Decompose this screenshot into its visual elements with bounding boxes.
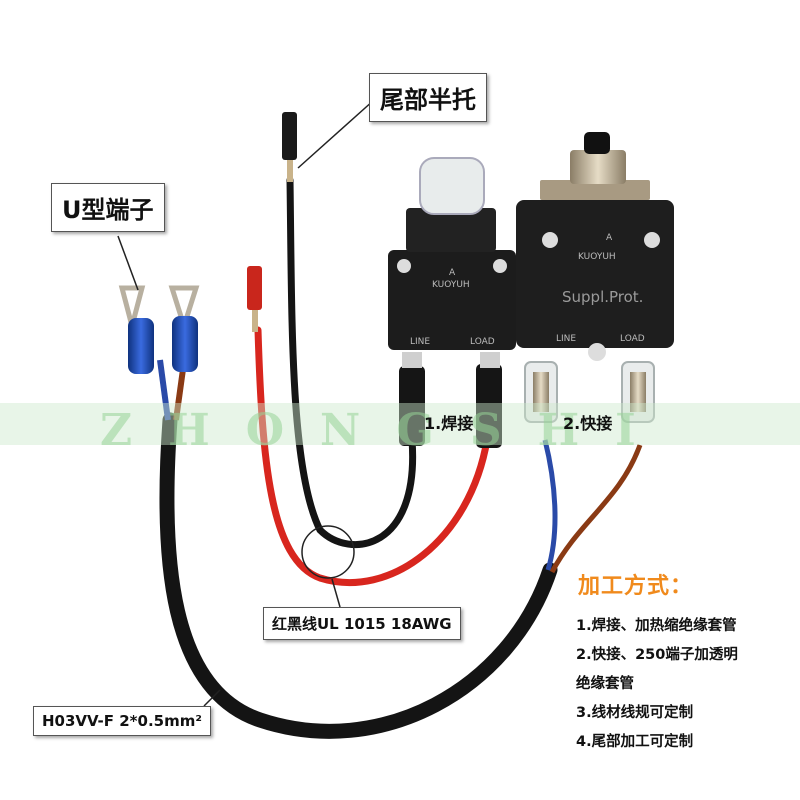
right-suppl: Suppl.Prot. <box>562 288 644 306</box>
right-a-mark: A <box>606 233 613 243</box>
brown-wire-qc <box>549 444 643 574</box>
watermark-text: ZHONGSHI <box>100 405 672 456</box>
label-red-black-wire: 红黑线UL 1015 18AWG <box>263 607 461 640</box>
label-tail-half-sleeve: 尾部半托 <box>369 73 487 122</box>
label-step-quick-connect: 2.快接 <box>563 414 613 433</box>
blue-wire-u <box>157 359 171 421</box>
right-line-label: LINE <box>556 334 577 344</box>
label-sheath-cable: H03VV-F 2*0.5mm² <box>33 706 211 736</box>
red-tail-sleeve <box>247 266 262 310</box>
breaker-left-body <box>388 250 516 350</box>
breaker-right-body <box>516 200 674 348</box>
right-brand: KUOYUH <box>578 252 616 262</box>
left-load-label: LOAD <box>470 337 495 347</box>
method-item: 1.焊接、加热缩绝缘套管 <box>576 618 737 634</box>
u-terminal-right <box>168 285 200 372</box>
label-u-terminal: U型端子 <box>51 183 165 232</box>
clear-reset-cap <box>419 157 485 215</box>
watermark-band <box>0 403 800 445</box>
black-sheath-cable <box>159 412 558 739</box>
right-load-label: LOAD <box>620 334 645 344</box>
left-line-label: LINE <box>410 337 431 347</box>
black-tail-sleeve <box>282 112 297 160</box>
black-wire <box>286 176 417 548</box>
processing-methods-title: 加工方式： <box>578 574 694 599</box>
method-item: 绝缘套管 <box>576 676 634 692</box>
left-brand: KUOYUH <box>432 280 470 290</box>
threaded-collar <box>570 150 626 184</box>
blue-wire-qc <box>542 439 558 571</box>
red-wire <box>254 326 491 586</box>
left-a-mark: A <box>449 268 456 278</box>
method-item: 2.快接、250端子加透明 <box>576 647 738 663</box>
method-item: 4.尾部加工可定制 <box>576 734 694 750</box>
method-item: 3.线材线规可定制 <box>576 705 694 721</box>
processing-methods-list: 1.焊接、加热缩绝缘套管 2.快接、250端子加透明 绝缘套管 3.线材线规可定… <box>576 612 796 757</box>
reset-button <box>584 132 610 154</box>
label-step-solder: 1.焊接 <box>424 414 474 433</box>
u-terminal-left <box>118 285 154 374</box>
